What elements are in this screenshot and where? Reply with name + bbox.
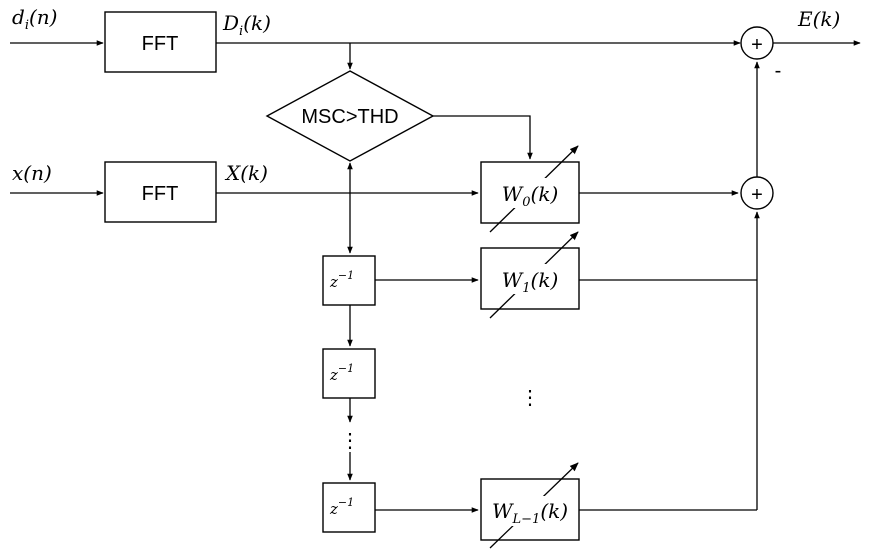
minus-sign: - [775,60,782,82]
label-X-k: X(k) [224,161,268,185]
filter-block-W0: W0(k) [480,145,580,233]
fft-block-bottom [104,161,217,223]
summer-top-plus: + [751,34,763,56]
filter-W0-label: W0(k) [502,182,559,210]
summer-bottom-plus: + [751,184,763,206]
delay-block-2 [322,348,376,399]
arrow-decision-to-W0 [433,115,533,160]
fft-top-label: FFT [142,33,179,55]
delay-1-label: z−1 [329,269,354,291]
delay-block-3 [322,482,376,533]
fft-block-top [104,11,217,73]
delay-block-1 [322,255,376,306]
label-D-i-k: Di(k) [222,11,271,39]
filter-W1-label: W1(k) [502,268,559,296]
label-E-k: E(k) [797,7,840,31]
filter-block-WL-1: WL−1(k) [480,462,580,549]
filter-WL-1-label: WL−1(k) [492,499,568,527]
label-x-n: x(n) [12,161,52,185]
ellipsis-filters: ⋮ [520,387,540,409]
decision-label: MSC>THD [301,106,398,128]
fft-bottom-label: FFT [142,183,179,205]
ellipsis-delays: ⋮ [340,430,360,452]
decision-diamond [265,70,435,162]
filter-block-W1: W1(k) [480,231,580,319]
label-d-i-n: di(n) [12,5,57,33]
delay-3-label: z−1 [329,496,354,518]
delay-2-label: z−1 [329,362,354,384]
